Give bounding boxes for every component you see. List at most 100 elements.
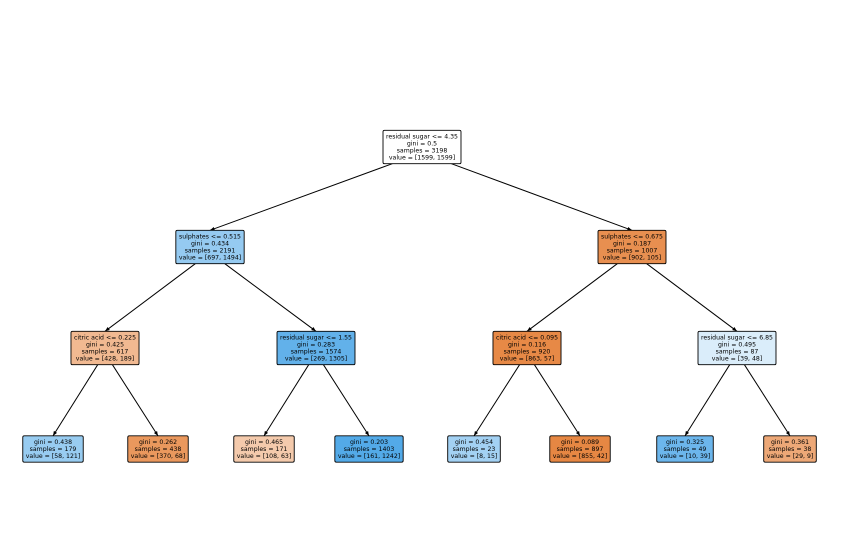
node-label-line: gini = 0.495	[718, 341, 756, 348]
edge-arrowhead	[264, 430, 269, 436]
tree-edge	[533, 364, 581, 437]
node-label-line: value = [29, 9]	[767, 453, 814, 460]
tree-edge	[526, 263, 618, 332]
node-label-line: samples = 920	[504, 349, 551, 356]
node-label-line: samples = 171	[241, 446, 288, 453]
node-label-line: gini = 0.5	[407, 140, 437, 147]
edge-arrowhead	[210, 226, 215, 231]
node-label-line: samples = 49	[664, 446, 707, 453]
node-label-line: samples = 897	[557, 446, 604, 453]
tree-edge	[224, 263, 317, 332]
edge-arrowhead	[105, 327, 110, 332]
edge-arrowhead	[627, 226, 632, 231]
node-label-line: gini = 0.203	[350, 439, 388, 446]
node-label-line: citric acid <= 0.225	[74, 334, 136, 341]
node-label-line: value = [902, 105]	[603, 255, 661, 262]
node-label-line: residual sugar <= 4.35	[386, 133, 458, 140]
node-box	[447, 435, 501, 463]
node-label-line: samples = 438	[135, 446, 182, 453]
node-label-line: samples = 2191	[185, 248, 236, 255]
node-box	[656, 435, 714, 463]
edge-arrowhead	[311, 327, 316, 332]
node-box	[382, 129, 462, 165]
edge-arrowhead	[364, 430, 369, 436]
node-label-line: samples = 1574	[291, 349, 342, 356]
node-label-line: gini = 0.187	[613, 240, 651, 247]
node-box	[597, 229, 667, 265]
edge-arrowhead	[575, 430, 580, 436]
tree-edge	[263, 364, 310, 437]
node-label-line: value = [58, 121]	[26, 453, 80, 460]
edge-arrowhead	[732, 327, 737, 332]
node-label-line: value = [269, 1305]	[285, 356, 347, 363]
node-label-line: gini = 0.089	[561, 439, 599, 446]
node-box	[276, 330, 356, 366]
tree-edges	[52, 163, 791, 437]
node-label-line: samples = 87	[716, 349, 759, 356]
node-label-line: gini = 0.262	[139, 439, 177, 446]
node-label-line: samples = 38	[769, 446, 812, 453]
tree-edge	[743, 364, 791, 437]
node-label-line: residual sugar <= 6.85	[701, 334, 773, 341]
edge-arrowhead	[527, 327, 532, 332]
tree-edge	[451, 163, 633, 231]
node-label-line: value = [855, 42]	[553, 453, 607, 460]
node-box	[233, 435, 295, 463]
node-box	[175, 229, 245, 265]
node-label-line: gini = 0.361	[771, 439, 809, 446]
node-label-line: value = [1599, 1599]	[389, 155, 455, 162]
node-label-line: value = [863, 57]	[500, 356, 554, 363]
node-label-line: samples = 1007	[607, 248, 658, 255]
node-label-line: value = [697, 1494]	[179, 255, 241, 262]
node-label-line: citric acid <= 0.095	[496, 334, 558, 341]
tree-edge	[684, 364, 731, 437]
node-box	[697, 330, 777, 366]
edge-arrowhead	[785, 430, 790, 436]
node-label-line: value = [39, 48]	[712, 356, 763, 363]
tree-edge	[473, 364, 521, 437]
node-label-line: gini = 0.434	[191, 240, 229, 247]
node-label-line: value = [161, 1242]	[338, 453, 400, 460]
node-label-line: samples = 179	[30, 446, 77, 453]
node-label-line: value = [370, 68]	[131, 453, 185, 460]
node-label-line: value = [108, 63]	[237, 453, 291, 460]
node-label-line: sulphates <= 0.515	[179, 233, 241, 240]
tree-edge	[111, 364, 159, 437]
node-label-line: samples = 617	[82, 349, 129, 356]
node-label-line: value = [10, 39]	[660, 453, 711, 460]
edge-arrowhead	[685, 430, 690, 436]
node-box	[22, 435, 84, 463]
tree-edge	[104, 263, 196, 332]
node-box	[549, 435, 611, 463]
node-box	[70, 330, 140, 366]
node-label-line: samples = 3198	[397, 148, 448, 155]
node-label-line: gini = 0.465	[245, 439, 283, 446]
node-label-line: gini = 0.454	[455, 439, 493, 446]
tree-edge	[646, 263, 738, 332]
node-box	[492, 330, 562, 366]
node-label-line: gini = 0.325	[666, 439, 704, 446]
node-label-line: gini = 0.438	[34, 439, 72, 446]
node-label-line: value = [428, 189]	[76, 356, 134, 363]
node-label-line: samples = 23	[453, 446, 496, 453]
node-box	[763, 435, 817, 463]
node-label-line: samples = 1403	[344, 446, 395, 453]
node-label-line: gini = 0.425	[86, 341, 124, 348]
tree-edge	[52, 364, 99, 437]
tree-edge	[322, 364, 370, 437]
node-label-line: residual sugar <= 1.55	[280, 334, 352, 341]
node-label-line: sulphates <= 0.675	[601, 233, 663, 240]
node-box	[127, 435, 189, 463]
